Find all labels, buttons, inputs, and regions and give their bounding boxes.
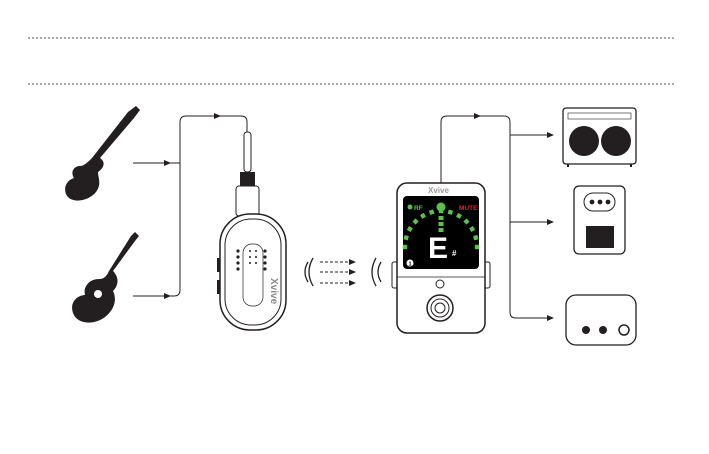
meter-segment: [403, 245, 407, 249]
signal-waves-left-icon: [305, 258, 313, 286]
rf-indicator: RF: [414, 205, 423, 212]
transmitter-brand-logo: Xvive: [268, 278, 279, 305]
acoustic-guitar-icon: [72, 232, 139, 323]
tuner-pedal-receiver: Xvive RF MUTE E # 1: [392, 183, 490, 333]
audio-interface-icon: [566, 295, 636, 345]
signal-waves-right-icon: [372, 258, 381, 286]
tuner-note: E: [428, 232, 448, 265]
electric-guitar-icon: [65, 106, 140, 201]
meter-center-bar: [439, 216, 444, 220]
mute-indicator: MUTE: [459, 205, 478, 212]
meter-segment: [475, 245, 479, 249]
tuner-channel: 1: [409, 262, 412, 268]
in-tune-indicator: [437, 203, 446, 212]
wireless-transmitter: Xvive: [217, 132, 286, 330]
meter-center-bar: [439, 222, 444, 226]
wireless-signal: [305, 258, 381, 286]
tuner-brand-logo: Xvive: [428, 186, 449, 195]
channel-button: [436, 280, 444, 288]
effect-pedal-icon: [574, 186, 625, 254]
tuner-sharp: #: [452, 249, 457, 258]
amplifier-icon: [563, 108, 636, 167]
